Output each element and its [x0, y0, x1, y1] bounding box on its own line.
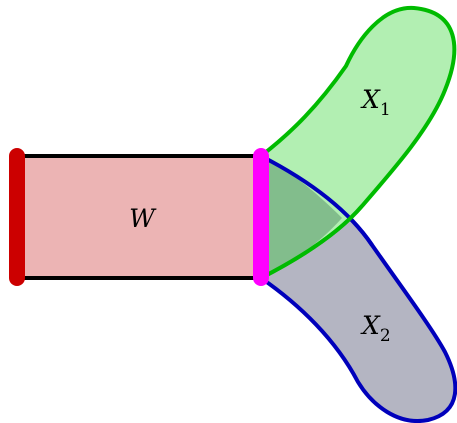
x2-upper-edge — [260, 154, 374, 247]
x1-label-sub: 1 — [380, 100, 391, 120]
x1-lower-edge — [260, 204, 364, 280]
w-label: W — [129, 204, 157, 233]
x2-label: X2 — [360, 311, 391, 346]
x2-label-sub: 2 — [380, 326, 391, 346]
overlap-region — [261, 156, 342, 278]
x1-label: X1 — [360, 85, 391, 120]
x2-label-base: X — [360, 311, 381, 340]
x1-label-base: X — [360, 85, 381, 114]
w-region — [17, 156, 261, 278]
